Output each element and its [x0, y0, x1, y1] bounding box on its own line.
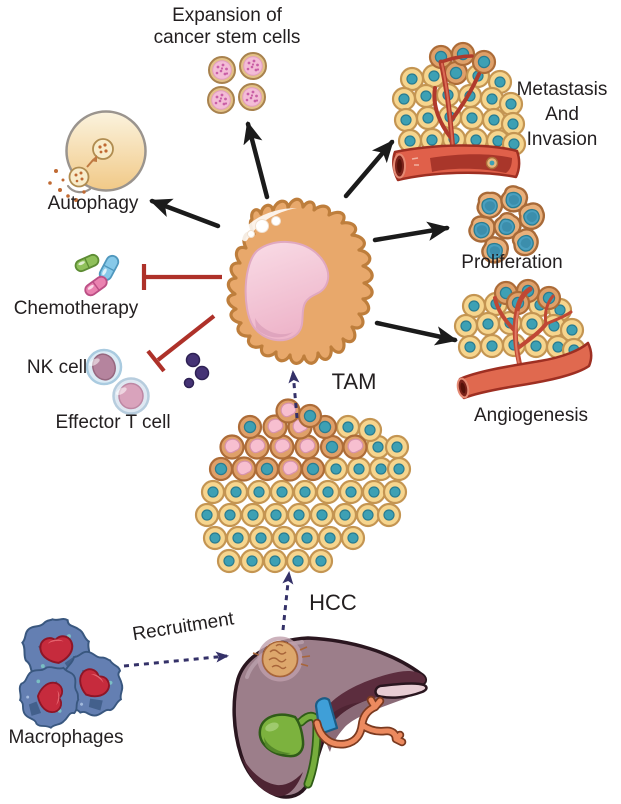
arrow-macrophages-to-liver: [123, 651, 230, 668]
expelled-particles: [48, 169, 86, 202]
blood-vessel-tube: [456, 341, 593, 400]
nk-cell-illustration: [85, 348, 123, 386]
blood-vessel-tube: [392, 144, 521, 182]
autophagy-cell-illustration: [48, 110, 147, 202]
macrophages-illustration: [15, 613, 137, 731]
autophagy-label: Autophagy: [47, 193, 139, 214]
gallbladder: [258, 713, 305, 758]
pill-pink: [84, 275, 108, 297]
arrow-tam-to-autophagy: [149, 198, 221, 229]
effector-t-cell-label: Effector T cell: [55, 412, 171, 433]
liver-right-sliver: [374, 682, 428, 699]
angiogenesis-tissue-illustration: [453, 278, 593, 400]
liver-illustration: [232, 636, 428, 799]
inhibit-tam-to-nk-cells: [146, 314, 216, 373]
inhibit-tam-to-chemotherapy: [141, 264, 222, 290]
tam-label: TAM: [331, 369, 377, 394]
metastasis-tissue-illustration: [391, 41, 527, 182]
effector-t-cell-illustration: [112, 377, 150, 415]
chemotherapy-label: Chemotherapy: [13, 298, 139, 319]
angiogenesis-label: Angiogenesis: [473, 405, 589, 426]
pill-blue: [98, 254, 120, 282]
sprouting-vessel-branches: [493, 286, 573, 373]
cytokine-dots: [183, 352, 210, 389]
pill-green: [74, 253, 100, 273]
arrow-tam-to-stem-cells: [243, 121, 270, 200]
arrow-tam-to-proliferation: [372, 221, 450, 243]
hcc-tumor-nodule: [252, 636, 311, 682]
arrow-tam-to-angiogenesis: [374, 320, 458, 346]
tam-nucleus: [244, 240, 330, 342]
arrow-tam-to-metastasis: [343, 139, 395, 199]
hcc-label: HCC: [309, 590, 357, 615]
expansion-of-cancer-stem-cells-label: Expansion of cancer stem cells: [153, 5, 301, 48]
arrow-hcc-to-tam: [288, 369, 300, 419]
tam-cell-illustration: [226, 197, 374, 365]
hcc-tumor-cells-illustration: [194, 398, 412, 574]
arrow-liver-to-hcc: [281, 570, 294, 631]
hepatic-artery: [312, 695, 407, 749]
chemotherapy-pills-illustration: [74, 253, 120, 297]
nk-cell-label: NK cell: [26, 357, 88, 378]
metastasis-and-invasion-label: Metastasis And Invasion: [516, 79, 608, 150]
macrophages-label: Macrophages: [8, 727, 124, 748]
proliferation-label: Proliferation: [461, 252, 563, 273]
cancer-stem-cells-illustration: [207, 52, 267, 114]
